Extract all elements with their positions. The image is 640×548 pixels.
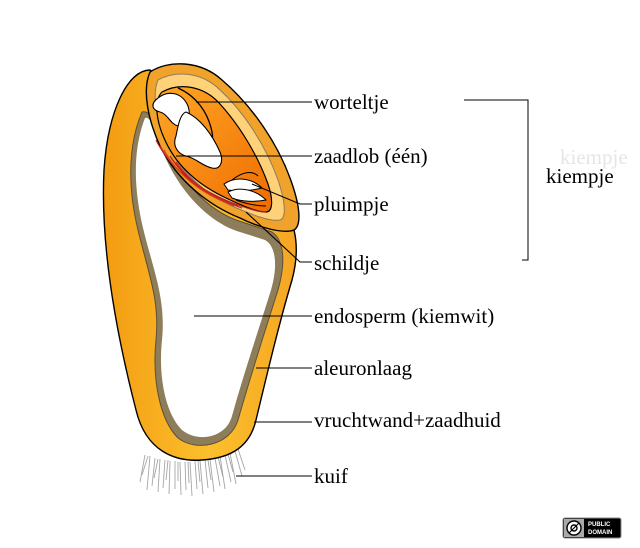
badge-line1: PUBLIC xyxy=(588,522,611,528)
label-kuif: kuif xyxy=(314,464,348,488)
label-kiempje: kiempje xyxy=(546,164,614,188)
kiempje-bracket xyxy=(464,99,529,261)
plumule xyxy=(223,172,268,207)
label-worteltje: worteltje xyxy=(314,90,389,114)
endosperm xyxy=(135,117,276,438)
badge-line2: DOMAIN xyxy=(588,530,612,536)
label-endosperm: endosperm (kiemwit) xyxy=(314,304,494,328)
label-aleuronlaag: aleuronlaag xyxy=(314,356,412,380)
label-kiempje-faded: kiempje xyxy=(560,145,628,169)
label-zaadlob: zaadlob (één) xyxy=(314,144,428,168)
label-schildje: schildje xyxy=(314,251,379,275)
kuif-hairs xyxy=(139,448,246,497)
label-pluimpje: pluimpje xyxy=(314,192,389,216)
public-domain-badge: PUBLIC DOMAIN xyxy=(562,517,622,539)
cotyledon-cavity xyxy=(174,111,223,169)
leader-pluimpje xyxy=(251,183,312,205)
label-vruchtwand: vruchtwand+zaadhuid xyxy=(314,408,501,432)
leader-schildje xyxy=(245,211,312,263)
scutellum-stripes xyxy=(155,139,267,213)
